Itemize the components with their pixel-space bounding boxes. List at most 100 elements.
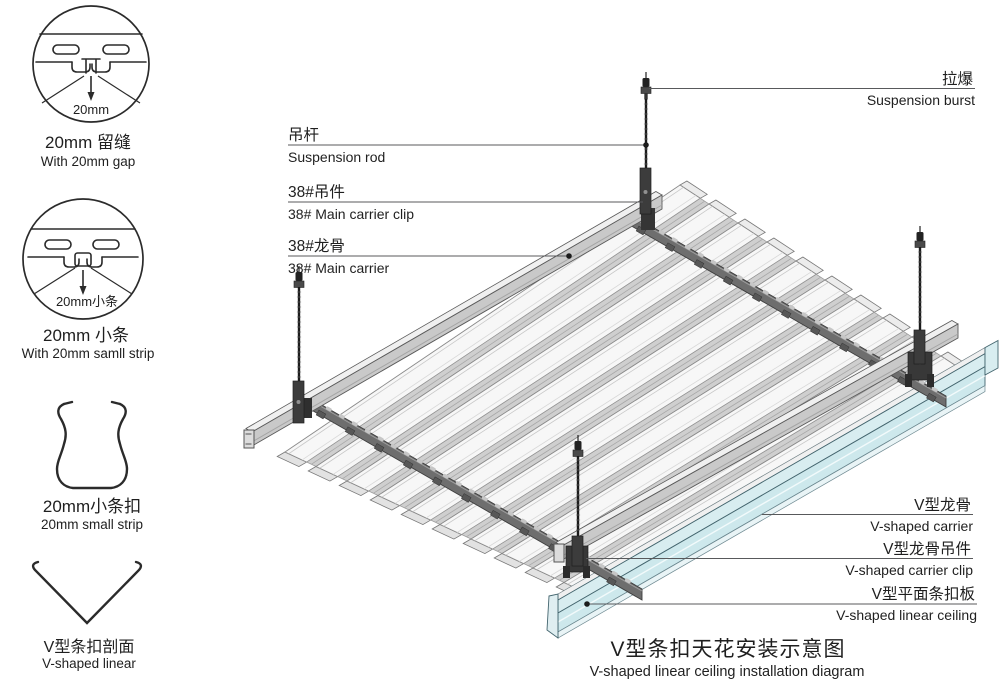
main-carrier-2 [553, 320, 959, 563]
anchor-neck [644, 93, 648, 100]
panel-rib-line [505, 319, 887, 556]
main-carrier-clip-38 [571, 535, 584, 567]
carrier-tooth [402, 459, 414, 470]
rod-threads [643, 103, 649, 165]
panel-rib-line [350, 224, 742, 484]
leader-dot [643, 142, 649, 148]
carrier-hole [507, 511, 514, 517]
carrier-tooth [926, 392, 937, 403]
callout-en: Suspension burst [867, 92, 975, 108]
anchor-head [642, 78, 650, 87]
strip-clip-profile [55, 402, 129, 490]
rod-threads [917, 251, 923, 323]
suspension-rod-2 [292, 266, 305, 424]
carrier-hole [338, 413, 345, 419]
panel-slot [102, 44, 130, 55]
carrier-hole [390, 443, 397, 449]
carrier-tooth [315, 409, 327, 420]
carrier-hole [455, 481, 462, 487]
callout-en: Suspension rod [288, 149, 385, 165]
carrier-hole [671, 237, 678, 243]
carrier-hole [468, 488, 475, 494]
carrier-hole [710, 259, 717, 265]
suspension-rod-4 [571, 435, 584, 567]
carrier-tooth [431, 476, 443, 486]
detail-label-cn: V型条扣剖面 [44, 638, 135, 656]
diagram-title: V型条扣天花安装示意图 V-shaped linear ceiling inst… [590, 638, 865, 680]
callout-linear-ceiling: V型平面条扣板 V-shaped linear ceiling [584, 585, 977, 623]
panel-groove-line [342, 219, 734, 480]
panel-slot [92, 239, 120, 250]
panel-rib-line [363, 233, 755, 490]
panel-rib-line [443, 281, 829, 527]
rod-threads [296, 291, 302, 378]
anchor-collar [914, 240, 926, 248]
rod-threads [575, 459, 581, 531]
v-clip-foot [583, 566, 590, 578]
carrier-hole [429, 466, 436, 472]
detail-label-cn: 20mm小条扣 [43, 497, 141, 516]
panel-groove-line [404, 257, 792, 509]
callout-cn: 38#龙骨 [288, 237, 345, 255]
panel-rib-line [474, 300, 858, 542]
detail-label-en: 20mm small strip [41, 517, 143, 532]
main-carrier-1 [243, 191, 663, 449]
anchor-head [574, 441, 582, 450]
carrier-hole [351, 421, 358, 427]
carrier-tooth [519, 526, 530, 537]
carrier-tooth [490, 509, 501, 520]
carrier-tooth [693, 259, 705, 269]
carrier-hole [827, 327, 834, 333]
callout-cn: V型龙骨 [914, 496, 971, 514]
panel-rib-line [301, 195, 697, 461]
title-cn: V型条扣天花安装示意图 [610, 638, 845, 661]
callout-v-carrier-clip: V型龙骨吊件 V-shaped carrier clip [586, 540, 973, 578]
carrier-end-cap [553, 543, 565, 563]
carrier-hole [801, 312, 808, 318]
section-flare-line [41, 75, 141, 104]
carrier-hole [520, 518, 527, 524]
suspension-rod-1 [639, 72, 652, 215]
small-strip-piece [74, 252, 92, 267]
callout-en: 38# Main carrier [288, 260, 389, 276]
callout-cn: V型龙骨吊件 [883, 540, 971, 558]
panel-rib-line [518, 328, 900, 562]
carrier-hole [494, 503, 501, 509]
callout-suspension-burst: 拉爆 Suspension burst [649, 69, 975, 108]
detail-strip-profile: 20mm小条扣 20mm small strip [41, 400, 143, 532]
carrier-end-cap [243, 429, 255, 449]
carrier-hole [377, 436, 384, 442]
carrier-hole [723, 267, 730, 273]
panel-groove-line [559, 352, 937, 581]
callout-en: V-shaped carrier [870, 518, 973, 534]
carrier-shadow-line [561, 333, 959, 557]
callout-cn: 38#吊件 [288, 183, 345, 201]
carrier-hole [866, 349, 873, 355]
panel-hook [91, 61, 111, 73]
detail-label-en: With 20mm gap [41, 154, 136, 169]
carrier-hole [364, 428, 371, 434]
callout-cn: V型平面条扣板 [872, 585, 975, 603]
main-carrier-clip-38 [913, 329, 926, 365]
anchor-collar [572, 449, 584, 457]
carrier-tooth [722, 275, 734, 286]
carrier-tooth [839, 342, 850, 353]
detail-label-cn: 20mm 小条 [43, 326, 129, 345]
ceiling-assembly [243, 72, 999, 639]
panel-slot [44, 239, 72, 250]
detail-v-profile: V型条扣剖面 V-shaped linear [31, 560, 143, 671]
leader-dot [584, 601, 590, 607]
callout-cn: 吊杆 [288, 126, 319, 144]
carrier-hole [931, 387, 938, 393]
callout-v-carrier: V型龙骨 V-shaped carrier [762, 496, 973, 534]
carrier-tooth [606, 576, 617, 587]
carrier-hole [762, 289, 769, 295]
detail-circle [32, 5, 150, 123]
panel-groove-line [373, 238, 763, 494]
anchor-head [916, 232, 924, 241]
title-en: V-shaped linear ceiling installation dia… [590, 664, 865, 680]
carrier-hole [918, 379, 925, 385]
carrier-hole [442, 473, 449, 479]
